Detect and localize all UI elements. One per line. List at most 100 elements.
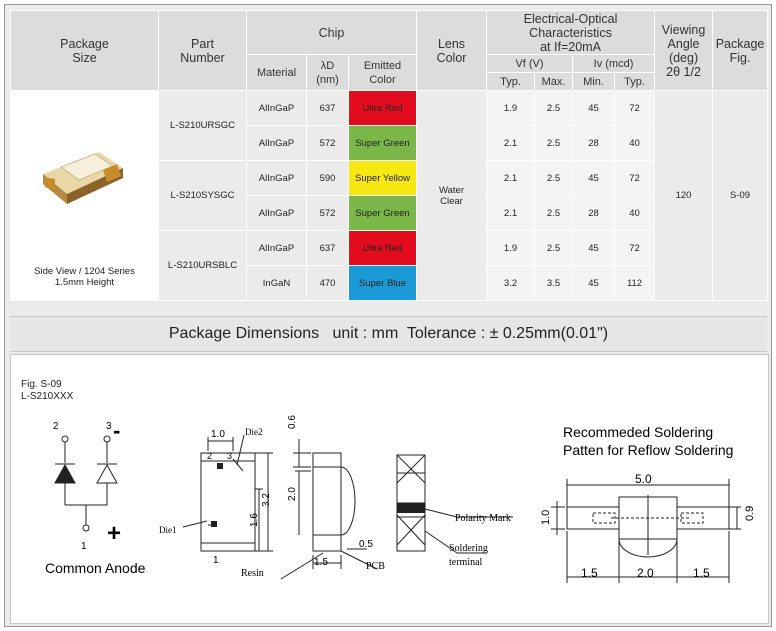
solder-dim-0-9: 0.9 [744, 506, 756, 521]
row-vf-max: 2.5 [534, 160, 573, 196]
header-iv: Iv (mcd) [571, 54, 656, 73]
polarity-mark-label: Polarity Mark [455, 513, 511, 524]
header-lambda: λD(nm) [306, 54, 349, 91]
row-material: AlInGaP [246, 90, 307, 126]
figure-id: Fig. S-09 [21, 379, 62, 390]
row-lambda: 637 [306, 90, 349, 126]
row-lambda: 470 [306, 265, 349, 301]
dimension-drawing-panel: Fig. S-09 L-S210XXX 2 3 - 1 + Common Ano… [10, 354, 769, 624]
dim-0-6: 0.6 [287, 415, 298, 429]
package-dimensions-title: Package Dimensions unit : mm Tolerance :… [168, 325, 609, 342]
dim-0-5: 0.5 [359, 539, 373, 550]
row-iv-min: 45 [572, 230, 615, 266]
dim-1-0: 1.0 [211, 429, 225, 440]
row-iv-min: 28 [572, 125, 615, 161]
package-caption-line2: 1.5mm Height [54, 277, 115, 288]
header-vf-typ: Typ. [486, 72, 535, 91]
header-vf-max: Max. [534, 72, 573, 91]
pad-3-label: 3 [227, 451, 232, 461]
die-2-label: Die2 [245, 427, 263, 437]
row-material: AlInGaP [246, 125, 307, 161]
package-caption-line1: Side View / 1204 Series [34, 266, 135, 277]
header-material: Material [246, 54, 307, 91]
emitted-color-swatch: Super Blue [348, 265, 417, 301]
dim-1-5: 1.5 [314, 557, 328, 568]
solder-dim-5-0: 5.0 [635, 472, 652, 486]
dim-1-6: 1.6 [249, 513, 260, 527]
row-lambda: 572 [306, 195, 349, 231]
die-1-label: Die1 [159, 525, 177, 535]
package-dimensions-band: Package Dimensions unit : mm Tolerance :… [10, 316, 767, 352]
polarity-mark-band [397, 503, 425, 513]
dim-3-2: 3.2 [261, 493, 272, 507]
row-iv-typ: 40 [613, 195, 656, 231]
row-vf-typ: 2.1 [486, 195, 535, 231]
pcb-label: PCB [366, 561, 385, 572]
row-iv-min: 28 [572, 195, 615, 231]
pin-1-label: 1 [81, 541, 87, 552]
row-iv-typ: 72 [613, 230, 656, 266]
pad-1-label: 1 [213, 555, 219, 566]
solder-dim-1-0: 1.0 [540, 510, 552, 525]
row-iv-typ: 112 [613, 265, 656, 301]
row-lambda: 572 [306, 125, 349, 161]
row-vf-typ: 3.2 [486, 265, 535, 301]
emitted-color-swatch: Ultra Red [348, 90, 417, 126]
row-iv-min: 45 [572, 265, 615, 301]
pin-2-label: 2 [53, 421, 59, 432]
common-anode-label: Common Anode [45, 560, 146, 576]
row-vf-max: 2.5 [534, 195, 573, 231]
pin-3-label: 3 [106, 421, 112, 432]
solder-dim-1-5-right: 1.5 [693, 566, 710, 580]
top-view-drawing [182, 434, 273, 552]
row-material: AlInGaP [246, 160, 307, 196]
row-vf-typ: 2.1 [486, 160, 535, 196]
plus-sign: + [107, 520, 121, 547]
solder-dim-1-5-left: 1.5 [581, 566, 598, 580]
header-iv-min: Min. [572, 72, 615, 91]
emitted-color-swatch: Super Yellow [348, 160, 417, 196]
row-iv-typ: 72 [613, 160, 656, 196]
part-number-3: L-S210URSBLC [158, 230, 247, 301]
part-number-2: L-S210SYSGC [158, 160, 247, 231]
row-vf-max: 2.5 [534, 125, 573, 161]
drawing-svg: 2 3 - 1 + Common Anode 1.0 Die2 2 [45, 415, 756, 583]
pad-2-label: 2 [207, 451, 212, 461]
side-view-drawing [280, 439, 378, 580]
row-vf-max: 2.5 [534, 90, 573, 126]
row-vf-max: 3.5 [534, 265, 573, 301]
row-material: AlInGaP [246, 230, 307, 266]
header-iv-typ: Typ. [613, 72, 656, 91]
row-iv-min: 45 [572, 160, 615, 196]
row-material: InGaN [246, 265, 307, 301]
emitted-color-swatch: Super Green [348, 125, 417, 161]
row-lambda: 637 [306, 230, 349, 266]
solder-title-line1: Recommeded Soldering [563, 424, 713, 440]
row-iv-typ: 40 [613, 125, 656, 161]
solder-dim-2-0: 2.0 [637, 566, 654, 580]
led-package-image [43, 152, 123, 204]
terminal-label: terminal [449, 557, 483, 568]
dim-2-0: 2.0 [287, 487, 298, 501]
row-vf-typ: 1.9 [486, 230, 535, 266]
header-vf: Vf (V) [486, 54, 573, 73]
die-1-mark [211, 521, 217, 527]
part-number-1: L-S210URSGC [158, 90, 247, 161]
minus-sign: - [113, 418, 120, 443]
figure-part: L-S210XXX [21, 391, 74, 402]
viewing-angle-value: 120 [654, 90, 714, 301]
row-iv-typ: 72 [613, 90, 656, 126]
soldering-label: Soldering [449, 543, 488, 554]
row-vf-typ: 1.9 [486, 90, 535, 126]
resin-label: Resin [241, 568, 264, 579]
solder-pattern-drawing [551, 479, 741, 583]
solder-title-line2: Patten for Reflow Soldering [563, 442, 733, 458]
die-2-mark [217, 463, 223, 469]
row-vf-typ: 2.1 [486, 125, 535, 161]
